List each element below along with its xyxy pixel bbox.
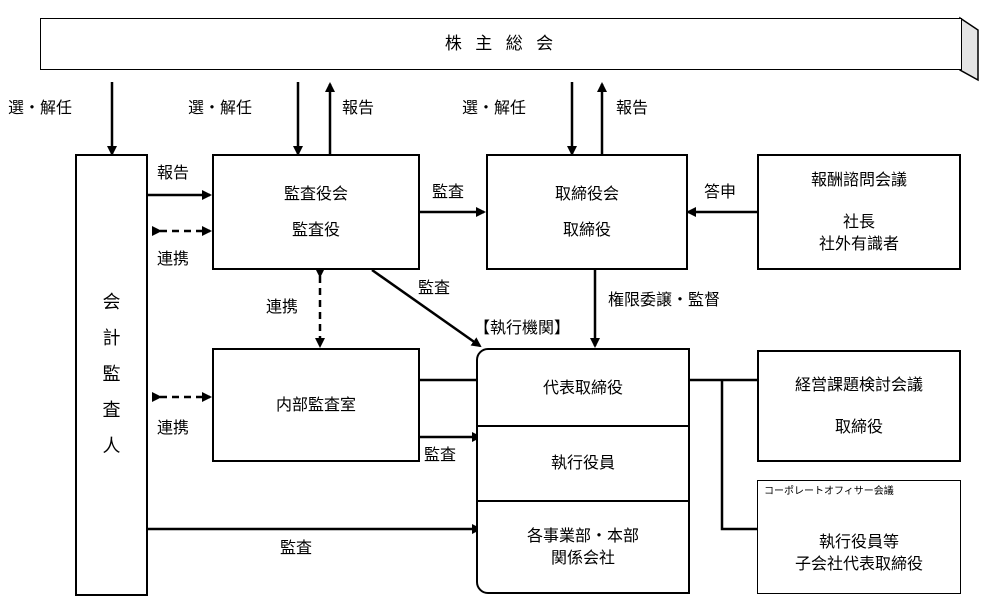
report-label-2: 報告 — [616, 98, 649, 117]
internal-audit-office: 内部監査室 — [212, 348, 420, 462]
audit-arrow-diagonal — [371, 268, 482, 348]
business-divisions: 各事業部・本部 関係会社 — [526, 526, 639, 567]
audit-label-internal: 監査 — [424, 445, 457, 464]
audit-label-diagonal: 監査 — [418, 278, 451, 297]
audit-board: 監査役会 監査役 — [212, 154, 420, 270]
executive-organization: 代表取締役 執行役員 各事業部・本部 関係会社 — [476, 348, 690, 594]
banner-depth-face — [959, 16, 979, 82]
audit-board-line2: 監査役 — [291, 220, 340, 239]
representative-director: 代表取締役 — [478, 350, 688, 427]
corporate-officer-link — [720, 380, 757, 531]
cooperation-label-1: 連携 — [157, 249, 190, 268]
accounting-auditor-label: 会 計 監 査 人 — [102, 292, 121, 457]
corporate-officer-body: 執行役員等 子会社代表取締役 — [758, 531, 960, 575]
corporate-officer-line1: 執行役員等 — [818, 532, 899, 551]
reply-label: 答申 — [704, 182, 737, 201]
executive-officers: 執行役員 — [478, 425, 688, 502]
cooperation-label-2: 連携 — [266, 297, 299, 316]
audit-label-board: 監査 — [432, 182, 465, 201]
corporate-officer-line2: 子会社代表取締役 — [794, 554, 923, 573]
shareholders-meeting: 株 主 総 会 — [40, 18, 962, 70]
compensation-council: 報酬諮問会議 社長 社外有識者 — [757, 154, 961, 270]
report-label-auditor: 報告 — [157, 163, 190, 182]
exec-heading: 【執行機関】 — [474, 318, 571, 337]
compensation-line2: 社外有識者 — [818, 234, 899, 253]
management-issues-council: 経営課題検討会議 取締役 — [757, 350, 961, 462]
cooperation-label-3: 連携 — [157, 418, 190, 437]
corporate-officer-title: コーポレートオフィサー会議 — [764, 486, 894, 497]
accounting-auditor: 会 計 監 査 人 — [75, 154, 148, 596]
management-council-line1: 取締役 — [834, 417, 883, 436]
delegation-label: 権限委譲・監督 — [608, 290, 721, 309]
audit-label-bottom: 監査 — [280, 538, 313, 557]
internal-audit-label: 内部監査室 — [275, 395, 356, 414]
board-of-directors: 取締役会 取締役 — [486, 154, 688, 270]
compensation-line1: 社長 — [842, 212, 875, 231]
board-line1: 取締役会 — [554, 184, 619, 203]
elect-label-2: 選・解任 — [188, 98, 253, 117]
corporate-officer-council: コーポレートオフィサー会議 執行役員等 子会社代表取締役 — [757, 480, 961, 594]
elect-label-3: 選・解任 — [462, 98, 527, 117]
board-line2: 取締役 — [562, 220, 611, 239]
elect-label-1: 選・解任 — [8, 98, 73, 117]
shareholders-meeting-label: 株 主 総 会 — [444, 34, 558, 54]
audit-board-line1: 監査役会 — [283, 184, 348, 203]
compensation-title: 報酬諮問会議 — [810, 170, 907, 189]
management-council-title: 経営課題検討会議 — [794, 375, 923, 394]
report-label-1: 報告 — [342, 98, 375, 117]
